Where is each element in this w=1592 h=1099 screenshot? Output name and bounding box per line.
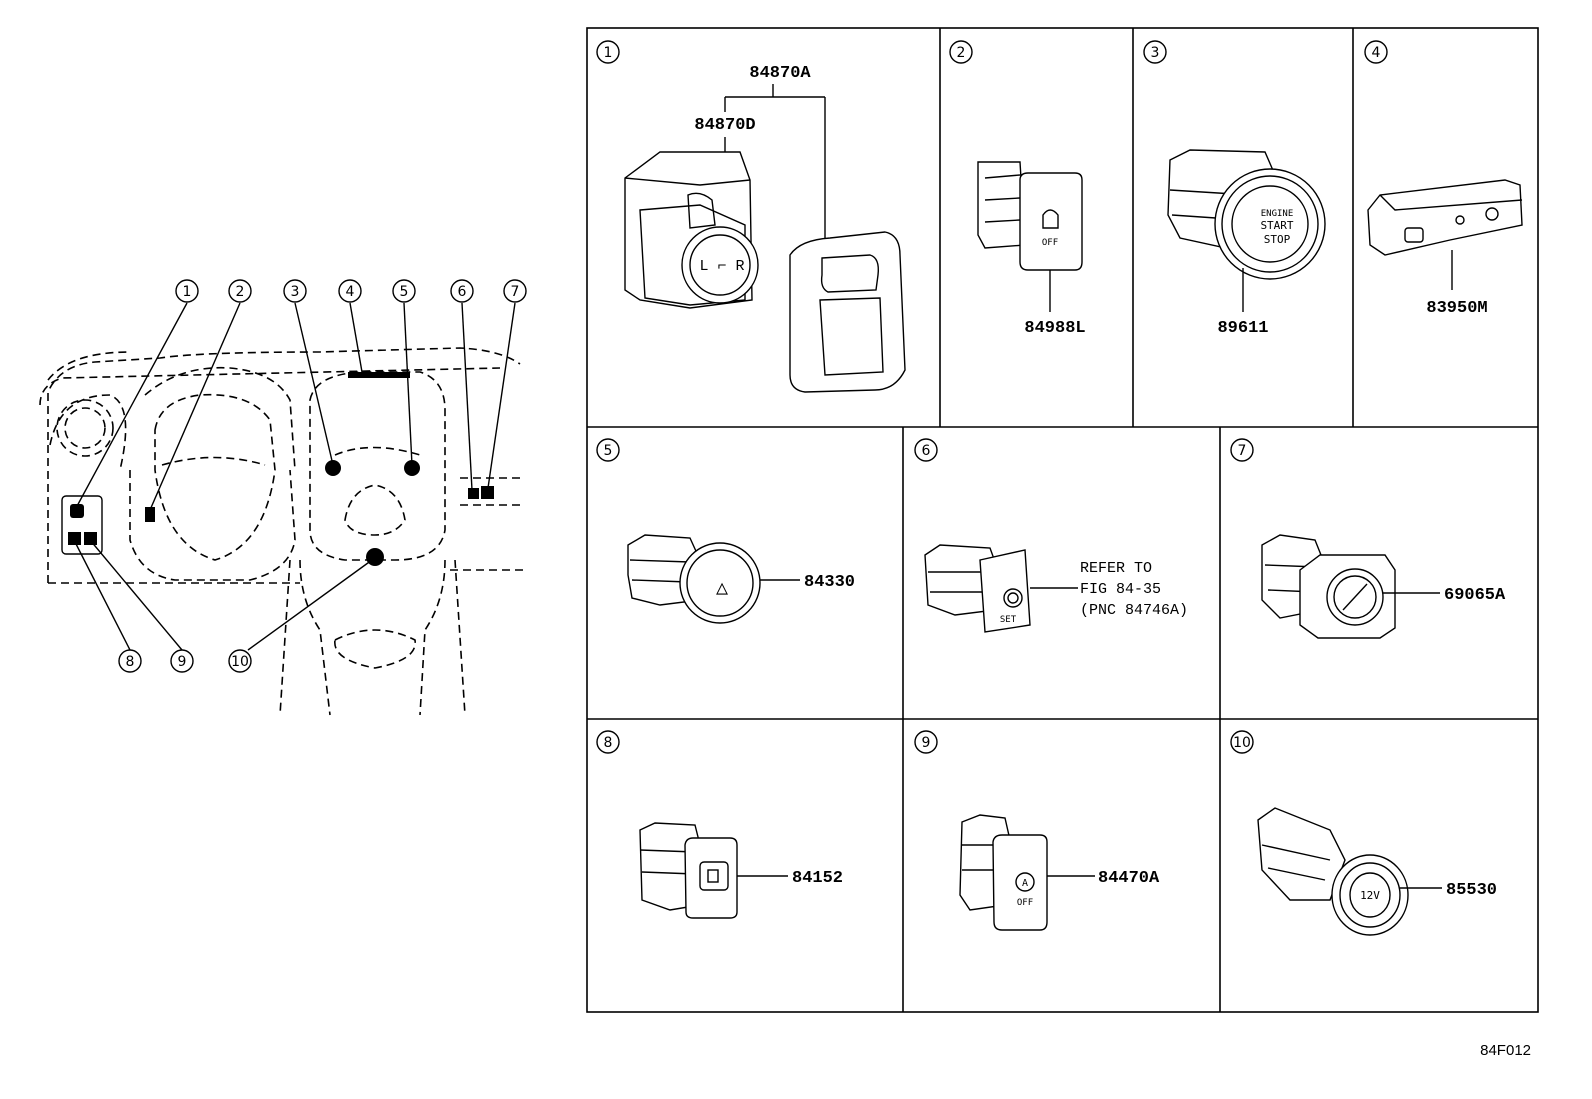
callout-3: 3 — [291, 284, 300, 300]
callout-circles: 1 2 3 4 5 6 7 8 9 10 — [118, 279, 527, 673]
panel-10-illustration: 12V 85530 — [1257, 807, 1497, 936]
shift-area — [334, 629, 416, 669]
center-stack — [309, 371, 446, 561]
panel-9-illustration: A OFF 84470A — [959, 814, 1160, 931]
refer-note-line-2: FIG 84-35 — [1080, 581, 1161, 598]
svg-text:L ⌐ R: L ⌐ R — [699, 258, 744, 275]
part-84870A: 84870A — [749, 64, 811, 83]
cluster-hood — [144, 366, 296, 471]
panel-4-number: 4 — [1372, 45, 1381, 61]
callout-10: 10 — [231, 654, 249, 670]
panel-2-number: 2 — [957, 45, 966, 61]
figure-id: 84F012 — [1480, 1042, 1531, 1059]
callout-4: 4 — [346, 284, 355, 300]
part-84330: 84330 — [804, 573, 855, 592]
dash-top-outline — [47, 347, 521, 583]
part-84152: 84152 — [792, 869, 843, 888]
set-text: SET — [1000, 615, 1017, 625]
callout-9: 9 — [178, 654, 187, 670]
refer-note-line-3: (PNC 84746A) — [1080, 602, 1188, 619]
dashboard-overview: 1 2 3 4 5 6 7 8 9 10 — [39, 279, 527, 716]
marker-6 — [468, 488, 479, 499]
part-83950M: 83950M — [1426, 299, 1487, 318]
panel-7-number: 7 — [1238, 443, 1247, 459]
panel-8-illustration: 84152 — [639, 822, 843, 919]
panel-2-illustration: OFF 84988L — [977, 161, 1086, 338]
callout-7: 7 — [511, 284, 520, 300]
steering-wheel — [154, 393, 276, 561]
part-84470A: 84470A — [1098, 869, 1160, 888]
center-vent — [344, 484, 406, 536]
trac-off-text: OFF — [1042, 238, 1058, 248]
a-icon: A — [1022, 878, 1028, 889]
part-89611: 89611 — [1217, 319, 1268, 338]
marker-10 — [366, 548, 384, 566]
part-84988L: 84988L — [1024, 319, 1085, 338]
engine-text: ENGINE — [1261, 209, 1294, 219]
part-85530: 85530 — [1446, 881, 1497, 900]
start-text: START — [1260, 219, 1293, 232]
hazard-icon: △ — [716, 575, 728, 599]
panel-6-number: 6 — [922, 443, 931, 459]
panel-3-illustration: ENGINE START STOP 89611 — [1167, 149, 1326, 338]
marker-7 — [481, 486, 494, 499]
marker-8 — [68, 532, 81, 545]
panel-4-illustration: 83950M — [1367, 179, 1523, 318]
socket-label: 12V — [1360, 889, 1380, 902]
part-69065A: 69065A — [1444, 586, 1506, 605]
marker-3 — [325, 460, 341, 476]
panel-7-illustration: 69065A — [1261, 534, 1506, 639]
panel-5-number: 5 — [604, 443, 613, 459]
panel-6-illustration: SET REFER TO FIG 84-35 (PNC 84746A) — [924, 544, 1188, 633]
callout-6: 6 — [458, 284, 467, 300]
callout-8: 8 — [126, 654, 135, 670]
panel-3-number: 3 — [1151, 45, 1160, 61]
left-vent — [56, 399, 114, 457]
panel-8-number: 8 — [604, 735, 613, 751]
panel-9-number: 9 — [922, 735, 931, 751]
panel-1-number: 1 — [604, 45, 613, 61]
callout-5: 5 — [400, 284, 409, 300]
parts-grid: 1 2 3 4 5 6 7 8 9 10 84870A 84870D L ⌐ R — [586, 27, 1539, 1013]
callout-1: 1 — [183, 284, 192, 300]
marker-9 — [84, 532, 97, 545]
panel-5-illustration: △ 84330 — [627, 534, 855, 624]
marker-1 — [70, 504, 84, 518]
refer-note-line-1: REFER TO — [1080, 560, 1152, 577]
marker-2 — [145, 507, 155, 522]
panel-1-illustration: 84870A 84870D L ⌐ R — [624, 64, 906, 393]
marker-5 — [404, 460, 420, 476]
panel-10-number: 10 — [1233, 735, 1251, 751]
grid-border — [586, 27, 1539, 1013]
display-marker — [348, 372, 410, 378]
part-84870D: 84870D — [694, 116, 755, 135]
callout-2: 2 — [236, 284, 245, 300]
a-off-text: OFF — [1017, 898, 1033, 908]
stop-text: STOP — [1264, 233, 1291, 246]
